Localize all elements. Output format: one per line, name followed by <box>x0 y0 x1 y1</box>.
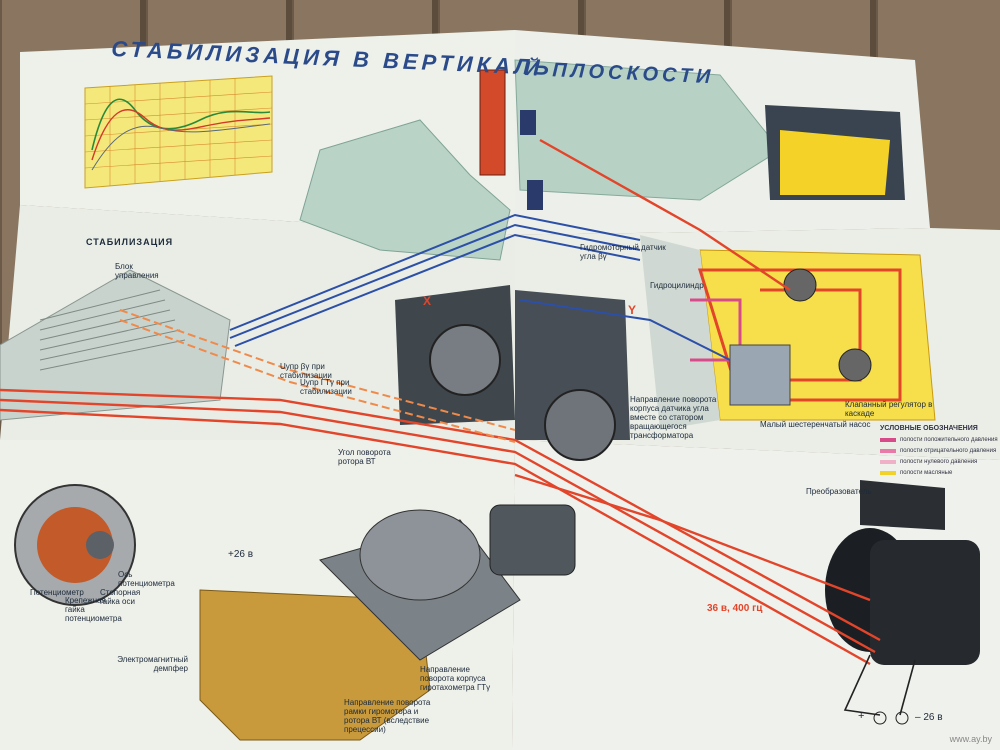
pot-axis-label: Ось потенциометра <box>118 570 175 588</box>
heatsink-fins <box>39 289 186 371</box>
gear-pump-1 <box>783 268 817 302</box>
converter-body <box>870 540 980 665</box>
gimbal-rotor <box>429 324 501 396</box>
legend-text: полости отрицательного давления <box>900 447 997 454</box>
rotary-transformer <box>544 389 616 461</box>
converter-label: Преобразователь <box>806 487 872 496</box>
gyro-rotor-angle-label: Угол поворота ротора ВТ <box>338 448 391 466</box>
sensor-bottom <box>527 180 543 210</box>
gear-pump-2 <box>838 348 872 382</box>
graph-grid-lines <box>84 78 273 186</box>
gyro-frame <box>359 509 481 601</box>
legend-swatch <box>880 448 896 453</box>
turret-shape <box>299 119 511 261</box>
legend-text: полости масляные <box>900 469 953 476</box>
legend-row: полости положительного давления <box>880 434 998 445</box>
minus-26-label: – 26 в <box>915 712 943 723</box>
dir-gyro-tacho-label: Направление поворота корпуса гиротахомет… <box>420 665 491 692</box>
pot-label: Потенциометр <box>30 588 84 597</box>
orange-control-wires <box>119 309 516 443</box>
watermark: www.ay.by <box>949 734 992 744</box>
x-marker: X <box>423 294 432 308</box>
legend-swatch <box>880 470 896 475</box>
flap-regulator-label: Клапанный регулятор в каскаде <box>845 400 933 418</box>
legend-heading: УСЛОВНЫЕ ОБОЗНАЧЕНИЯ <box>880 425 978 432</box>
u-stab1-label: Uупр βγ при стабилизации <box>280 362 332 380</box>
dir-gyro-frame-label: Направление поворота рамки гиромотора и … <box>344 698 431 734</box>
hydraulic-side-panel <box>640 235 720 430</box>
gun-housing-shape <box>514 59 781 201</box>
potentiometer-nut <box>86 531 114 559</box>
legend-row: полости масляные <box>880 467 998 478</box>
pump-oil-yellow <box>780 130 890 195</box>
block-label: Блок управления <box>115 262 159 280</box>
blue-signal-wires <box>229 213 731 361</box>
hydro-cylinder-label: Гидроцилиндр <box>650 281 704 290</box>
red-power-wires <box>0 138 881 666</box>
terminal-minus <box>895 711 909 725</box>
rotation-direction-label: Направление поворота корпуса датчика угл… <box>630 395 717 440</box>
graph-panel <box>84 75 273 189</box>
gyro-sensor-label: Гидромоторный датчик угла βγ <box>580 243 666 261</box>
converter-cover <box>860 480 945 530</box>
legend-swatch <box>880 459 896 464</box>
legend-row: полости отрицательного давления <box>880 445 998 456</box>
em-damper-label: Электромагнитный демпфер <box>117 655 188 673</box>
valve-regulator-box <box>729 344 791 406</box>
voltage-26-label: +26 в <box>228 549 254 560</box>
stabilization-unit <box>0 269 231 421</box>
y-marker: Y <box>628 303 637 317</box>
terminal-plus <box>873 711 887 725</box>
voltage-36-label: 36 в, 400 гц <box>707 603 763 614</box>
legend-text: полости нулевого давления <box>900 458 978 465</box>
section-stabilization-label: СТАБИЛИЗАЦИЯ <box>86 237 174 247</box>
graph-curve-gray <box>91 123 271 171</box>
legend: УСЛОВНЫЕ ОБОЗНАЧЕНИЯ полости положительн… <box>880 425 998 478</box>
sensor-top <box>520 110 536 135</box>
legend-swatch <box>880 437 896 442</box>
tacho-generator <box>489 504 576 576</box>
legend-row: полости нулевого давления <box>880 456 998 467</box>
lock-nut-label: Крепежная гайка потенциометра <box>65 596 122 623</box>
solenoid-valve <box>479 69 506 176</box>
small-gear-pump-label: Малый шестеренчатый насос <box>760 420 871 429</box>
legend-text: полости положительного давления <box>900 436 998 443</box>
plus-label: + <box>858 710 865 722</box>
potentiometer-ring <box>37 507 113 583</box>
stop-nut-label: Стопорная гайка оси <box>100 588 141 606</box>
ground-wires <box>843 654 916 716</box>
hydraulic-pink-circuits <box>690 298 742 362</box>
u-stab2-label: Uупр ГТγ при стабилизации <box>300 378 352 396</box>
